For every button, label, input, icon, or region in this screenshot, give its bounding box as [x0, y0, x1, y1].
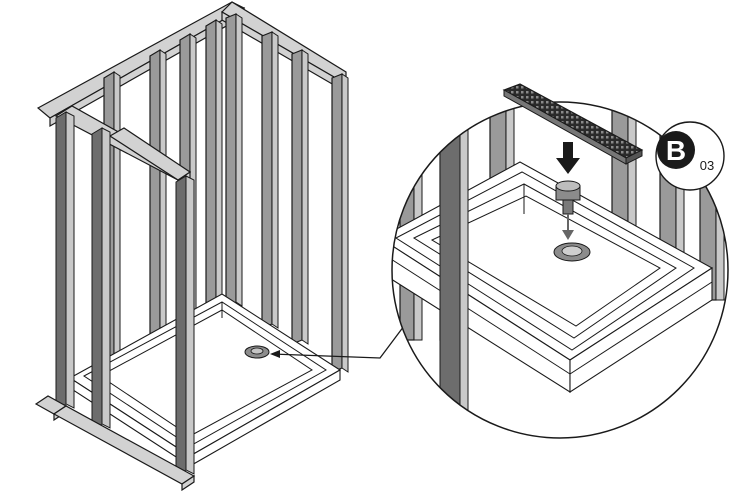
drain-body: [555, 180, 581, 215]
badge-letter: B: [666, 135, 686, 166]
step-badge: B 03: [655, 121, 725, 191]
front-top-plate-2: [108, 127, 192, 181]
down-arrow-icon: [556, 142, 580, 174]
badge-number: 03: [700, 158, 714, 173]
callout-arrowhead: [270, 350, 280, 358]
zoom-detail: [391, 101, 729, 439]
callout-leader-line: [271, 325, 405, 359]
framed-enclosure: [34, 1, 349, 491]
front-wall-studs: [55, 111, 195, 477]
side-wall-studs: [225, 13, 349, 373]
badge-letter-circle: [657, 131, 695, 169]
drain-grate: [502, 83, 644, 165]
